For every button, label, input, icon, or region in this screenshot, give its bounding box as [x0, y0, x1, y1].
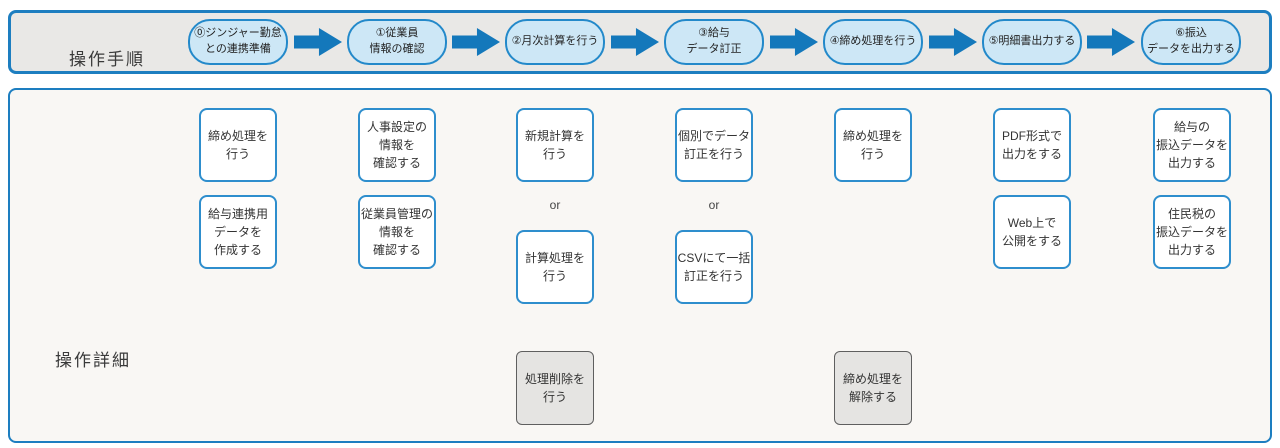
step-node-1: ①従業員 情報の確認	[347, 19, 447, 65]
detail-box: 給与の 振込データを 出力する	[1153, 108, 1231, 182]
details-panel-label: 操作詳細	[55, 351, 131, 370]
step-node-2: ②月次計算を行う	[505, 19, 605, 65]
detail-box: 計算処理を 行う	[516, 230, 594, 304]
detail-box: PDF形式で 出力をする	[993, 108, 1071, 182]
detail-box: 新規計算を 行う	[516, 108, 594, 182]
detail-box: 住民税の 振込データを 出力する	[1153, 195, 1231, 269]
detail-box: 人事設定の 情報を 確認する	[358, 108, 436, 182]
detail-box: 給与連携用 データを 作成する	[199, 195, 277, 269]
step-node-3: ③給与 データ訂正	[664, 19, 764, 65]
step-node-0: ⓪ジンジャー勤怠 との連携準備	[188, 19, 288, 65]
detail-box: 個別でデータ 訂正を行う	[675, 108, 753, 182]
detail-box-secondary: 処理削除を 行う	[516, 351, 594, 425]
detail-box-secondary: 締め処理を 解除する	[834, 351, 912, 425]
detail-box: 従業員管理の 情報を 確認する	[358, 195, 436, 269]
or-label: or	[708, 198, 720, 212]
detail-box: Web上で 公開をする	[993, 195, 1071, 269]
step-node-6: ⑥振込 データを出力する	[1141, 19, 1241, 65]
procedure-bar-label: 操作手順	[69, 50, 145, 69]
step-node-4: ④締め処理を行う	[823, 19, 923, 65]
details-panel: 操作詳細	[8, 88, 1272, 443]
detail-box: 締め処理を 行う	[834, 108, 912, 182]
detail-box: 締め処理を 行う	[199, 108, 277, 182]
detail-box: CSVにて一括 訂正を行う	[675, 230, 753, 304]
or-label: or	[549, 198, 561, 212]
step-node-5: ⑤明細書出力する	[982, 19, 1082, 65]
